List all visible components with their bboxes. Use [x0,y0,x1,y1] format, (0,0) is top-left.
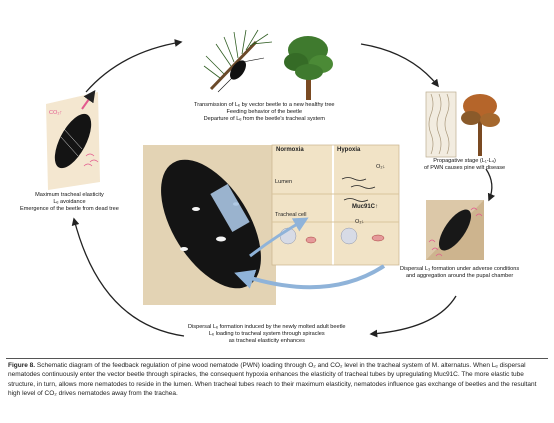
inset-tracheal-cell-label: Tracheal cell [275,212,307,218]
label-bottom: Dispersal Lₑ formation induced by the ne… [188,324,346,344]
blue-arrow-inset [249,217,309,258]
cycle-arrow-bottom-right [369,295,457,338]
label-top: Transmission of Lₑ by vector beetle to a… [194,102,335,122]
inset-hypoxia-label: Hypoxia [337,147,361,153]
pine-branch-illustration [203,29,273,93]
inset-muc91c-label: Muc91C↑ [352,204,379,210]
figure-caption: Figure 8. Schematic diagram of the feedb… [8,361,548,398]
caption-text: Schematic diagram of the feedback regula… [8,362,537,397]
wilting-tree-illustration [461,94,500,156]
inset-lumen-label: Lumen [275,179,293,185]
label-right-top: Propagative stage (L₁-L₄)of PWN causes p… [424,158,506,171]
co2-label: CO₂↑ [49,110,63,116]
inset-o2-bottom-label: O₂↓ [355,219,365,225]
emerging-beetle-illustration [46,90,100,190]
tracheal-inset [271,144,400,266]
inset-normoxia-label: Normoxia [276,147,304,153]
blue-arrow-loading [234,264,386,290]
cycle-arrow-right [485,168,496,202]
caption-label: Figure 8. [8,362,36,369]
figure-panel: Normoxia Hypoxia Lumen Tracheal cell O₂↓… [6,4,548,356]
pupal-chamber-illustration [426,200,484,260]
inset-o2-top-label: O₂↓ [376,164,386,170]
cycle-arrow-bottom-left [71,217,185,337]
cycle-arrow-top-right [360,43,439,88]
cycle-diagram [46,29,500,338]
cycle-arrow-top-left [85,39,183,93]
wood-section-illustration [425,91,457,158]
label-right-bottom: Dispersal L₃ formation under adverse con… [400,266,520,279]
caption-divider [6,358,548,359]
healthy-tree-illustration [284,36,333,100]
